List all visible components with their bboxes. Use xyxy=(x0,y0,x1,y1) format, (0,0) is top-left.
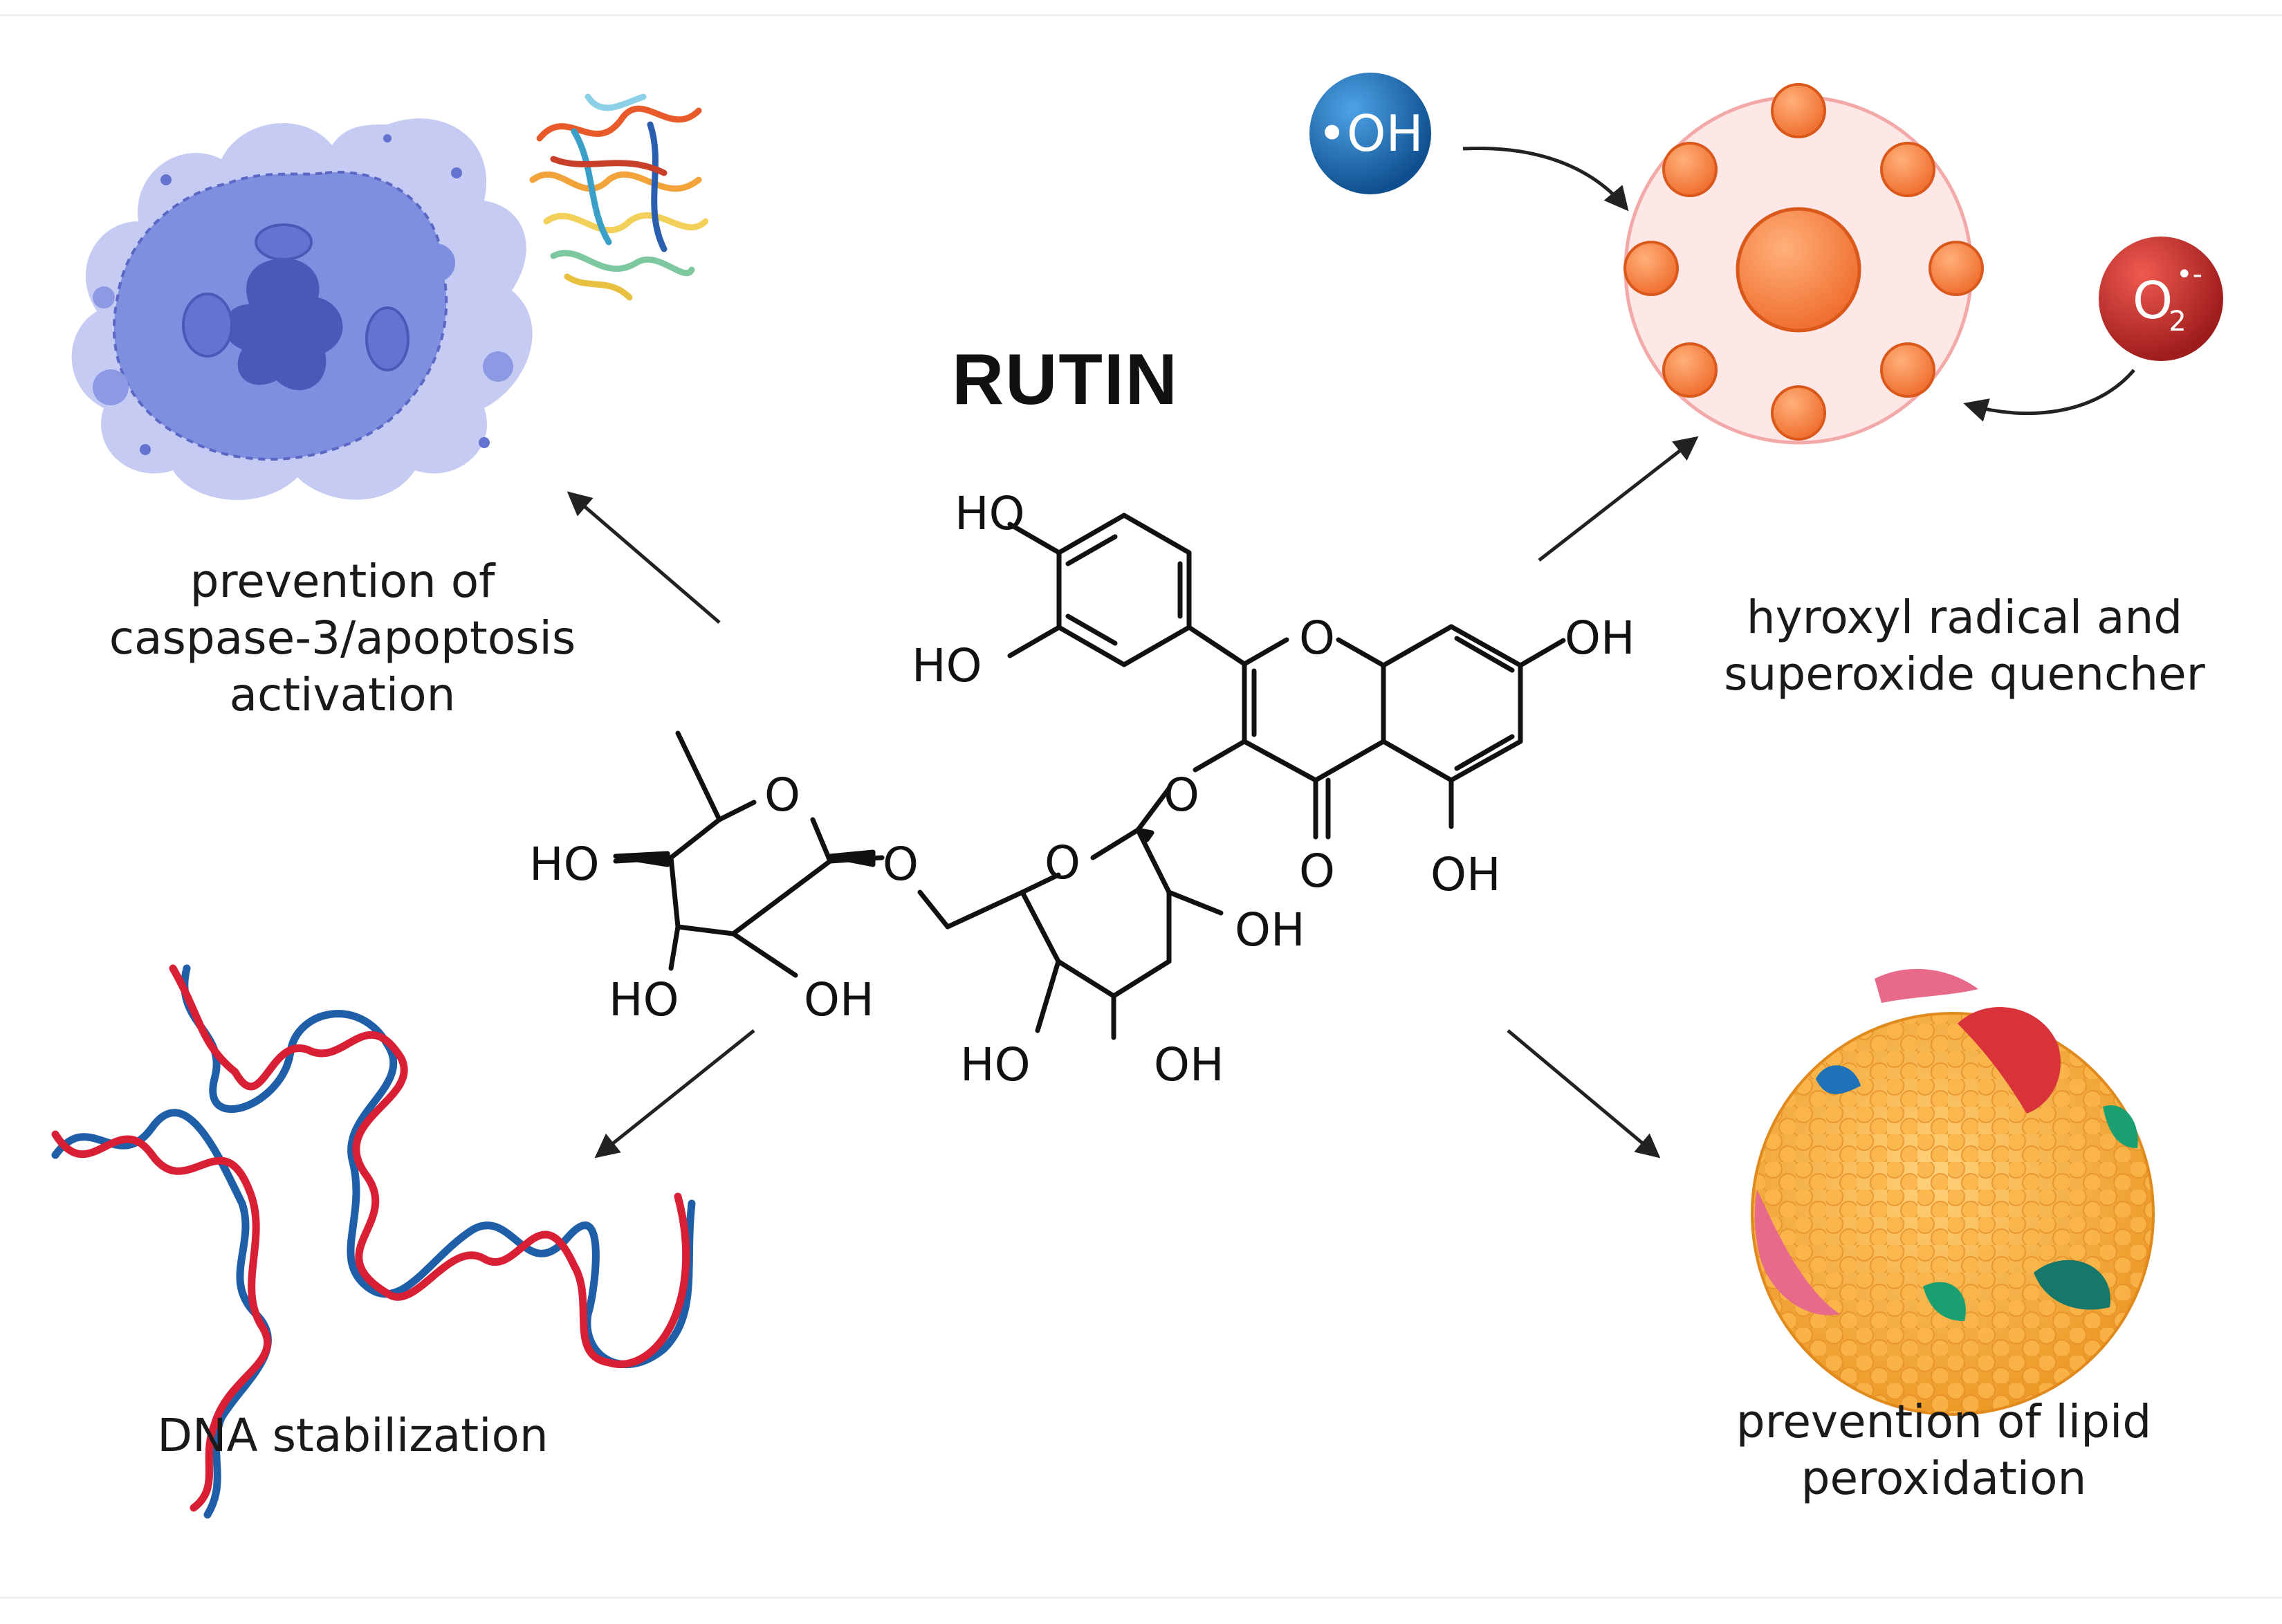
label-ho-mid: HO xyxy=(912,639,982,692)
arrow-to-apoptosis xyxy=(567,491,721,624)
superoxide-base-label: O xyxy=(2133,271,2173,331)
lipid-droplet-icon xyxy=(1751,968,2155,1416)
superoxide-arrow xyxy=(1963,369,2135,422)
label-oh-glucose-right: OH xyxy=(1235,903,1305,957)
hydroxyl-radical-label: •OH xyxy=(1317,104,1423,163)
label-oh-rhamnose-bottom: OH xyxy=(804,973,874,1026)
page-title: RUTIN xyxy=(952,340,1179,420)
quencher-label-line2: superoxide quencher xyxy=(1724,647,2205,701)
superoxide-sub-label: 2 xyxy=(2169,306,2186,338)
label-oh-right: OH xyxy=(1565,611,1635,665)
label-ho-top: HO xyxy=(955,487,1025,540)
caspase-protein-icon xyxy=(529,93,709,301)
arrow-to-lipid xyxy=(1507,1029,1661,1159)
label-o-glycosidic: O xyxy=(883,838,919,891)
hydroxyl-radical-icon: •OH xyxy=(1309,73,1431,194)
lipid-label: prevention of lipid peroxidation xyxy=(1681,1394,2207,1507)
dna-strands-icon xyxy=(51,964,696,1519)
label-o-link: O xyxy=(1163,768,1199,822)
rutin-atom-labels: HO HO OH OH O O O O O O OH HO OH HO HO O… xyxy=(529,487,1635,1091)
apoptotic-cell-icon xyxy=(71,118,533,500)
label-ho-rhamnose-bottom: HO xyxy=(609,973,679,1026)
label-o-ring: O xyxy=(1299,611,1335,665)
label-ho-glucose-bottom: HO xyxy=(960,1038,1031,1091)
dna-label: DNA stabilization xyxy=(104,1408,602,1464)
label-oh-bottom: OH xyxy=(1430,848,1501,901)
arrow-to-quencher xyxy=(1538,436,1699,562)
lipid-label-line1: prevention of lipid xyxy=(1736,1395,2152,1448)
apoptosis-label-line3: activation xyxy=(229,668,456,721)
dna-label-line1: DNA stabilization xyxy=(157,1409,549,1462)
apoptosis-label-line2: caspase-3/apoptosis xyxy=(109,611,576,665)
rutin-structure xyxy=(613,513,1566,1040)
label-o-keto: O xyxy=(1299,845,1335,898)
hydroxyl-arrow xyxy=(1462,146,1629,212)
label-o-glucose-ring: O xyxy=(1045,836,1080,889)
superoxide-radical-icon: O 2 •- xyxy=(2099,237,2223,361)
arrow-to-dna xyxy=(594,1029,755,1159)
label-oh-glucose-bottom: OH xyxy=(1154,1038,1224,1091)
label-o-rhamnose-ring: O xyxy=(764,768,800,822)
lipid-label-line2: peroxidation xyxy=(1801,1452,2087,1505)
quencher-label: hyroxyl radical and superoxide quencher xyxy=(1674,589,2255,703)
label-ho-rhamnose-left: HO xyxy=(529,838,600,891)
apoptosis-label: prevention of caspase-3/apoptosis activa… xyxy=(66,553,619,723)
apoptosis-label-line1: prevention of xyxy=(190,555,495,608)
quencher-label-line1: hyroxyl radical and xyxy=(1746,591,2183,644)
superoxide-sup-label: •- xyxy=(2176,259,2202,290)
radical-quencher-icon xyxy=(1623,83,1984,445)
